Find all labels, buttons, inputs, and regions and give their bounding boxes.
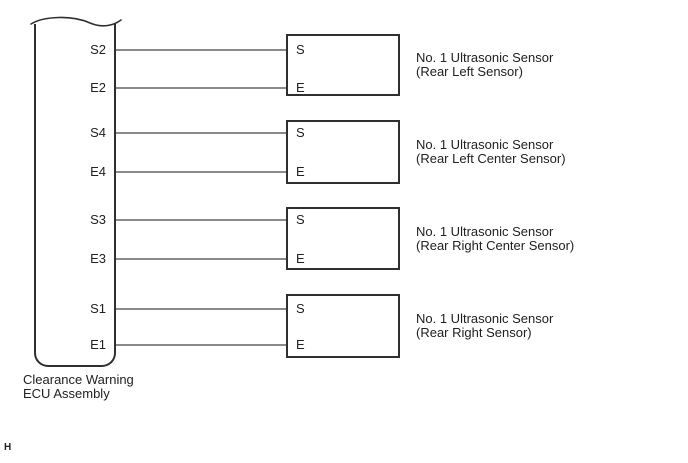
terminal-label: E [296, 164, 305, 179]
wire [116, 49, 286, 51]
ecu-pin-label: S4 [90, 125, 106, 140]
wire [116, 308, 286, 310]
wire [116, 87, 286, 89]
terminal-label: S [296, 301, 305, 316]
wire [116, 258, 286, 260]
sensor-name: No. 1 Ultrasonic Sensor [416, 137, 554, 152]
ecu-pin-label: E3 [90, 251, 106, 266]
terminal-label: S [296, 42, 305, 57]
sensor-location: (Rear Right Center Sensor) [416, 237, 575, 253]
ecu-pin-label: S3 [90, 212, 106, 227]
ecu-pin-label: S2 [90, 42, 106, 57]
terminal-label: S [296, 212, 305, 227]
ecu-pin-label: S1 [90, 301, 106, 316]
sensor-name: No. 1 Ultrasonic Sensor [416, 223, 554, 239]
sensor-description: No. 1 Ultrasonic Sensor (Rear Right Cent… [416, 207, 676, 270]
wire [116, 171, 286, 173]
sensor-name: No. 1 Ultrasonic Sensor [416, 50, 554, 65]
sensor-box [286, 294, 400, 358]
sensor-box [286, 120, 400, 184]
ecu-pin-label: E4 [90, 164, 106, 179]
break-line-icon [30, 16, 122, 27]
sensor-location: (Rear Right Sensor) [416, 325, 532, 340]
wire [116, 219, 286, 221]
sensor-description: No. 1 Ultrasonic Sensor (Rear Left Cente… [416, 120, 676, 184]
terminal-label: E [296, 251, 305, 266]
sensor-location: (Rear Left Sensor) [416, 64, 523, 79]
sensor-name: No. 1 Ultrasonic Sensor [416, 311, 554, 326]
ecu-caption: Clearance Warning ECU Assembly [23, 373, 203, 401]
sensor-description: No. 1 Ultrasonic Sensor (Rear Left Senso… [416, 34, 676, 96]
ecu-caption-line2: ECU Assembly [23, 386, 110, 401]
sensor-box [286, 207, 400, 270]
ecu-pin-label: E1 [90, 337, 106, 352]
ecu-box [34, 24, 116, 367]
terminal-label: E [296, 80, 305, 95]
ecu-caption-line1: Clearance Warning [23, 372, 134, 387]
sensor-box [286, 34, 400, 96]
terminal-label: S [296, 125, 305, 140]
terminal-label: E [296, 337, 305, 352]
wire [116, 344, 286, 346]
wire [116, 132, 286, 134]
page-marker: H [4, 442, 12, 453]
sensor-location: (Rear Left Center Sensor) [416, 151, 566, 166]
sensor-description: No. 1 Ultrasonic Sensor (Rear Right Sens… [416, 294, 676, 358]
ecu-pin-label: E2 [90, 80, 106, 95]
